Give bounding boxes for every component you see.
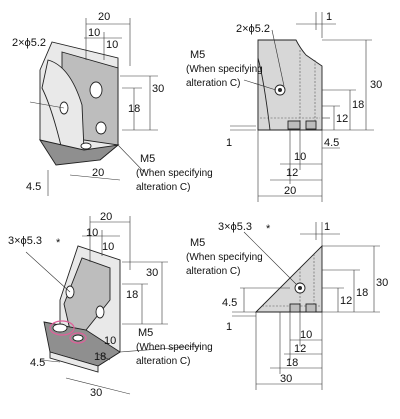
- hole-vertical: [95, 305, 105, 319]
- star-mark: *: [56, 237, 61, 249]
- dim-1-left: 1: [226, 321, 232, 333]
- dim-1-top: 1: [326, 11, 332, 23]
- dim-4-5: 4.5: [26, 181, 41, 193]
- m5-note-line2: alteration C): [136, 182, 190, 193]
- view-top-right: 2×ϕ5.2 1 30 18 12 4.5 10 12 20 1 M5 (Whe…: [186, 11, 382, 202]
- view-bottom-left: 3×ϕ5.3 * 20 10 10 30 18 10 18 30 4.5 M5 …: [8, 211, 213, 399]
- dim-10-a: 10: [86, 227, 98, 239]
- dim-20-bottom: 20: [92, 167, 104, 179]
- m5-note-side3-line1: (When specifying: [186, 252, 263, 263]
- bracket-iso-2hole: [39, 41, 120, 166]
- hole-callout-2x52-side: 2×ϕ5.2: [236, 23, 270, 35]
- highlight-holes: [49, 320, 75, 336]
- m5-note-iso: M5: [138, 327, 153, 339]
- dim-10: 10: [294, 151, 306, 163]
- bracket-iso-3hole: [43, 245, 121, 373]
- dim-18: 18: [352, 99, 364, 111]
- dim-12: 12: [336, 113, 348, 125]
- m5-note-iso-line1: (When specifying: [136, 342, 213, 353]
- dim-10-b: 10: [106, 39, 118, 51]
- dim-30-bottom: 30: [280, 373, 292, 385]
- dim-4-5: 4.5: [222, 297, 237, 309]
- hole-callout-3x53-side: 3×ϕ5.3: [218, 221, 252, 233]
- bracket-side-3hole: [254, 244, 323, 313]
- hole-upper: [89, 81, 103, 99]
- dim-30-bottom: 30: [90, 387, 102, 399]
- star-mark-side: *: [266, 223, 271, 235]
- m5-note-side-line2: alteration C): [186, 78, 240, 89]
- dim-18-bottom: 18: [286, 357, 298, 369]
- dim-18: 18: [356, 287, 368, 299]
- hole-base-3: [72, 334, 84, 342]
- dim-30: 30: [370, 79, 382, 91]
- view-top-left: 2×ϕ5.2 20 10 10 30 18 20 4.5 M5 (When sp…: [12, 11, 213, 196]
- dim-10: 10: [300, 329, 312, 341]
- m5-note-side: M5: [190, 49, 205, 61]
- bracket-side-2hole: [257, 39, 323, 131]
- dim-20-top: 20: [98, 11, 110, 23]
- dim-1-top: 1: [324, 221, 330, 233]
- hole-callout-2x52: 2×ϕ5.2: [12, 37, 46, 49]
- dim-18: 18: [128, 103, 140, 115]
- dim-4-5: 4.5: [30, 357, 45, 369]
- dim-10-b: 10: [102, 241, 114, 253]
- m5-note-iso-line2: alteration C): [136, 356, 190, 367]
- dim-30: 30: [376, 277, 388, 289]
- dim-30: 30: [146, 267, 158, 279]
- m5-note-side3: M5: [190, 237, 205, 249]
- dim-10-a: 10: [88, 27, 100, 39]
- view-bottom-right: 3×ϕ5.3 * 1 30 18 12 4.5 1 10 12 18 30 M5…: [186, 221, 388, 390]
- m5-note-side3-line2: alteration C): [186, 266, 240, 277]
- dim-12-bottom: 12: [294, 343, 306, 355]
- dim-10-bottom: 10: [104, 335, 116, 347]
- dim-4-5: 4.5: [324, 137, 339, 149]
- hole-callout-3x53: 3×ϕ5.3: [8, 235, 42, 247]
- m5-note-side-line1: (When specifying: [186, 64, 263, 75]
- dim-12-bottom: 12: [286, 167, 298, 179]
- dim-20-top: 20: [100, 211, 112, 223]
- hole-base-2: [52, 323, 68, 333]
- dim-30: 30: [152, 83, 164, 95]
- dim-20: 20: [284, 185, 296, 197]
- dim-18-bottom: 18: [94, 351, 106, 363]
- dim-1-left: 1: [226, 137, 232, 149]
- dim-18: 18: [126, 289, 138, 301]
- hole-lower: [95, 121, 107, 135]
- dim-12: 12: [340, 295, 352, 307]
- m5-note: M5: [140, 153, 155, 165]
- m5-note-line1: (When specifying: [136, 168, 213, 179]
